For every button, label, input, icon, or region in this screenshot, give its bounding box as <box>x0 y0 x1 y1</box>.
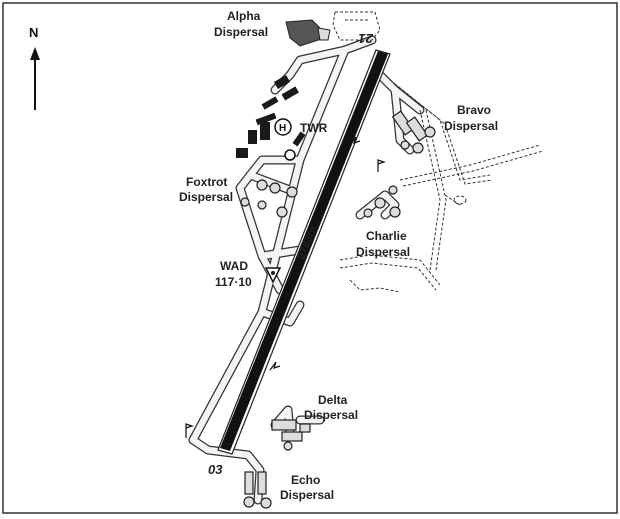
delta-dispersal-label-2: Dispersal <box>304 408 358 422</box>
echo-dispersal-label: Echo <box>291 473 320 487</box>
charlie-pads <box>363 185 401 218</box>
charlie-dispersal-label: Charlie <box>366 229 407 243</box>
bravo-dispersal-label-2: Dispersal <box>444 119 498 133</box>
disused-taxiways <box>332 11 544 293</box>
north-arrow-icon <box>30 47 40 110</box>
echo-pads <box>243 471 272 509</box>
foxtrot-dispersal-label-2: Dispersal <box>179 190 233 204</box>
windsock-icon <box>185 159 386 438</box>
foxtrot-dispersal-label: Foxtrot <box>186 175 227 189</box>
foxtrot-pads <box>240 179 298 218</box>
wad-beacon-icon <box>264 267 282 284</box>
echo-dispersal-label-2: Dispersal <box>280 488 334 502</box>
wad-label: WAD <box>220 259 248 273</box>
bravo-pads <box>391 110 436 154</box>
tower-pad <box>284 149 296 161</box>
heliport-label: H <box>279 123 286 134</box>
bravo-dispersal-label: Bravo <box>457 103 491 117</box>
charlie-dispersal-label-2: Dispersal <box>356 245 410 259</box>
tower-label: TWR <box>300 121 328 135</box>
heliport-symbol-icon <box>274 118 292 136</box>
runway-markers <box>269 136 361 371</box>
alpha-dispersal-label-2: Dispersal <box>214 25 268 39</box>
alpha-dispersal-label: Alpha <box>227 9 261 23</box>
runway-end-21: 21 <box>359 31 374 46</box>
runway-end-03: 03 <box>208 462 223 477</box>
alpha-apron <box>285 19 331 47</box>
wad-frequency-label: 117·10 <box>215 275 252 289</box>
delta-dispersal-label: Delta <box>318 393 348 407</box>
runway <box>217 49 391 455</box>
tower-area-buildings <box>236 75 306 158</box>
north-label: N <box>29 25 38 40</box>
delta-pads <box>271 419 311 451</box>
